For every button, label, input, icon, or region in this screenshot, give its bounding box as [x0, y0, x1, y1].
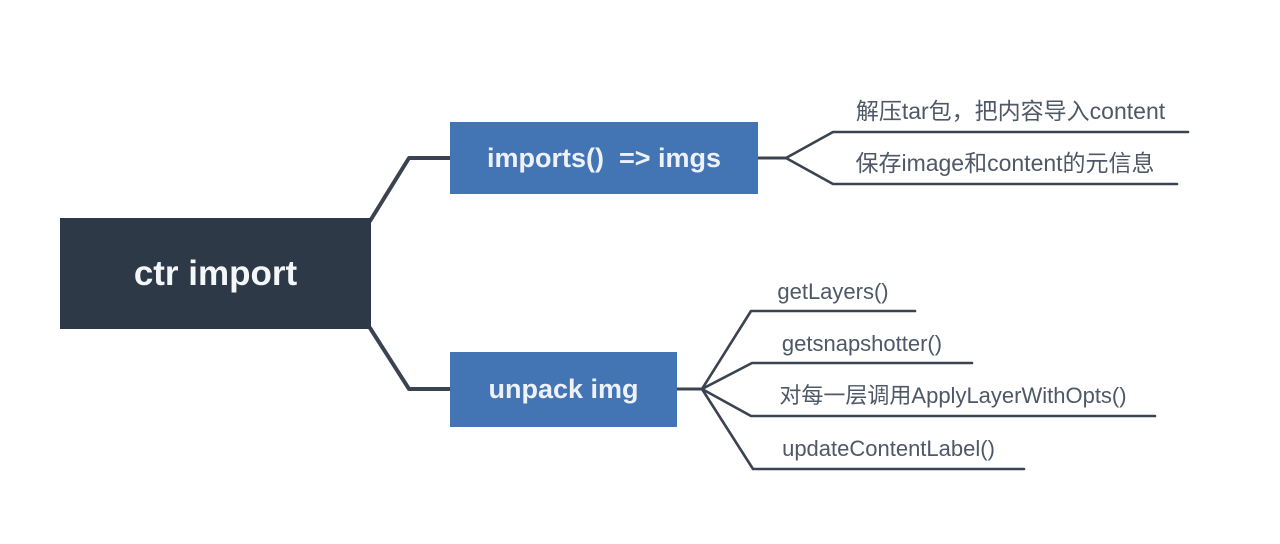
- connector-unpack-leaf-2: [700, 361, 974, 391]
- connector-imports-leaf-1: [784, 130, 1190, 160]
- branch-node-imports[interactable]: imports() => imgs: [450, 122, 758, 194]
- connector-imports-leaf-2: [784, 156, 1179, 186]
- leaf-node-untar-content[interactable]: 解压tar包，把内容导入content: [855, 98, 1166, 124]
- leaf-node-getsnapshotter[interactable]: getsnapshotter(): [781, 331, 943, 356]
- leaf-node-updatecontentlabel[interactable]: updateContentLabel(): [782, 436, 995, 461]
- root-node-label: ctr import: [133, 253, 298, 293]
- leaf-node-getlayers[interactable]: getLayers(): [777, 279, 889, 304]
- leaf-node-save-meta[interactable]: 保存image和content的元信息: [855, 150, 1155, 176]
- branch-node-unpack-label: unpack img: [488, 374, 639, 404]
- connector-unpack-leaf-1: [700, 309, 917, 391]
- branch-node-unpack-img[interactable]: unpack img: [450, 352, 677, 427]
- connector-root-to-unpack: [368, 326, 452, 391]
- connector-unpack-leaf-4: [700, 387, 1026, 471]
- root-node-ctr-import[interactable]: ctr import: [60, 218, 371, 329]
- branch-node-imports-label: imports() => imgs: [486, 142, 722, 173]
- connector-unpack-leaf-3: [700, 387, 1157, 418]
- leaf-node-applylayerwithopts[interactable]: 对每一层调用ApplyLayerWithOpts(): [779, 383, 1127, 408]
- connector-root-to-imports: [368, 156, 452, 223]
